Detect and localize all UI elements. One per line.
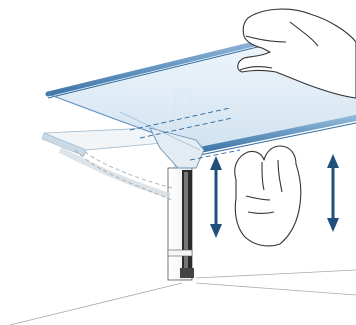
adjustment-arrow-left xyxy=(210,156,222,238)
back-wall-line xyxy=(196,270,356,278)
floor-left-line xyxy=(10,283,182,325)
floor-right-line xyxy=(196,283,356,295)
adjustment-arrow-right xyxy=(327,154,339,232)
lower-hand xyxy=(235,146,301,246)
